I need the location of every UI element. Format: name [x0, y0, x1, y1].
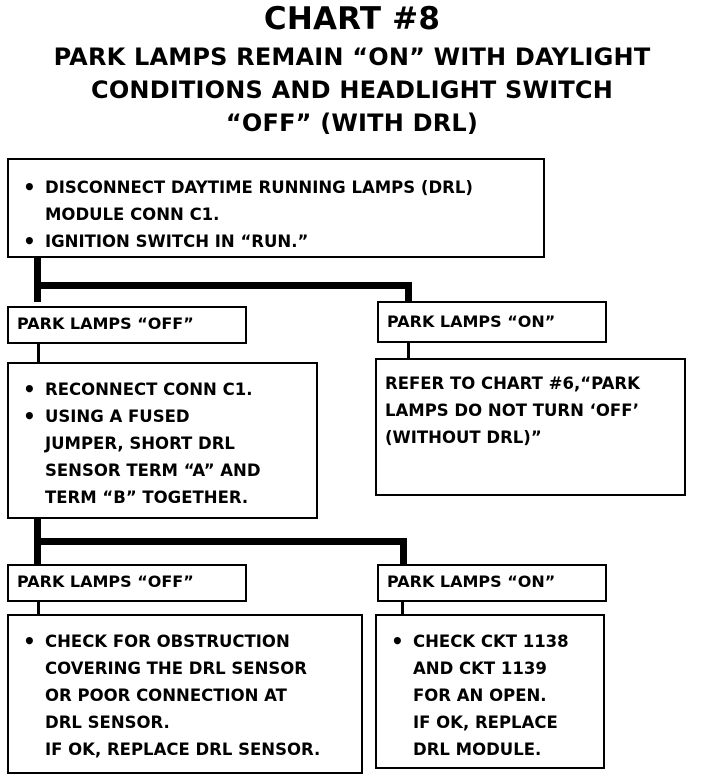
connector-branch1-horizontal	[34, 282, 412, 289]
step2-cont-3: TERM “B” TOGETHER.	[45, 488, 249, 507]
result-left-cont-2: OR POOR CONNECTION AT	[45, 686, 287, 705]
result-left-box: CHECK FOR OBSTRUCTION COVERING THE DRL S…	[7, 614, 363, 774]
step1-bullet-1-cont: MODULE CONN C1.	[45, 205, 220, 224]
connector-step1-down	[34, 256, 41, 302]
result-left-cont-3: DRL SENSOR.	[45, 713, 170, 732]
step1-bullet-2: IGNITION SWITCH IN “RUN.”	[9, 228, 543, 255]
subtitle-line-3: “OFF” (WITH DRL)	[225, 109, 479, 137]
step2-bullet-1: RECONNECT CONN C1.	[9, 376, 316, 403]
chart-title: CHART #8	[263, 1, 441, 37]
branch2-park-lamps-off-label: PARK LAMPS “OFF”	[7, 564, 247, 602]
step1-box: DISCONNECT DAYTIME RUNNING LAMPS (DRL) M…	[7, 158, 545, 258]
chart-subtitle: PARK LAMPS REMAIN “ON” WITH DAYLIGHT CON…	[0, 41, 704, 140]
connector-label2-left-down	[37, 600, 40, 614]
step1-bullet-1-text: DISCONNECT DAYTIME RUNNING LAMPS (DRL)	[45, 178, 473, 197]
branch2-park-lamps-on-label: PARK LAMPS “ON”	[377, 564, 607, 602]
connector-branch2-right-down	[400, 538, 407, 564]
refer-chart6-box: REFER TO CHART #6,“PARK LAMPS DO NOT TUR…	[375, 358, 686, 496]
refer-line-1: REFER TO CHART #6,“PARK	[385, 374, 640, 393]
branch1-park-lamps-on-label: PARK LAMPS “ON”	[377, 301, 607, 343]
result-right-cont-3: IF OK, REPLACE	[413, 713, 558, 732]
branch1-park-lamps-off-label: PARK LAMPS “OFF”	[7, 306, 247, 344]
subtitle-line-1: PARK LAMPS REMAIN “ON” WITH DAYLIGHT	[53, 43, 651, 71]
step2-bullet-2: USING A FUSED	[9, 403, 316, 430]
result-left-bullet: CHECK FOR OBSTRUCTION	[9, 628, 361, 655]
refer-line-2: LAMPS DO NOT TURN ‘OFF’	[385, 401, 640, 420]
subtitle-line-2: CONDITIONS AND HEADLIGHT SWITCH	[91, 76, 613, 104]
connector-label1-right-down	[407, 342, 410, 358]
refer-line-3: (WITHOUT DRL)”	[385, 428, 542, 447]
result-right-box: CHECK CKT 1138 AND CKT 1139 FOR AN OPEN.…	[375, 614, 605, 769]
connector-branch1-right-down	[405, 282, 412, 302]
result-right-cont-2: FOR AN OPEN.	[413, 686, 547, 705]
result-left-cont-1: COVERING THE DRL SENSOR	[45, 659, 307, 678]
step1-bullet-1: DISCONNECT DAYTIME RUNNING LAMPS (DRL) M…	[9, 174, 543, 228]
result-right-cont-1: AND CKT 1139	[413, 659, 547, 678]
step2-cont-2: SENSOR TERM “A” AND	[45, 461, 261, 480]
result-left-cont-4: IF OK, REPLACE DRL SENSOR.	[45, 740, 321, 759]
step2-box: RECONNECT CONN C1. USING A FUSED JUMPER,…	[7, 362, 318, 519]
connector-label1-left-down	[37, 342, 40, 362]
step2-cont-1: JUMPER, SHORT DRL	[45, 434, 235, 453]
connector-branch2-horizontal	[34, 538, 407, 545]
result-right-cont-4: DRL MODULE.	[413, 740, 542, 759]
connector-label2-right-down	[401, 600, 404, 614]
result-right-bullet: CHECK CKT 1138	[377, 628, 603, 655]
